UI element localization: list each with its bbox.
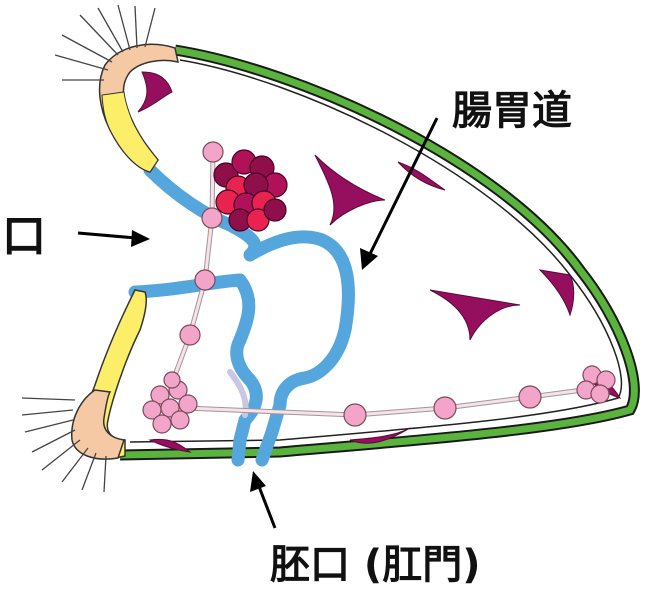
mouth-label: 口: [2, 200, 46, 264]
ganglion-cluster-left: [143, 372, 197, 433]
lower-lip: [72, 290, 146, 459]
nerve-node: [434, 397, 456, 419]
blastopore-arrow: [250, 471, 275, 528]
nerve-node: [195, 270, 215, 290]
upper-lip: [100, 44, 178, 172]
nerve-node: [519, 386, 541, 408]
nerve-node: [203, 142, 223, 162]
blastopore-label: 胚口 (肛門): [270, 532, 481, 590]
nerve-node: [344, 404, 366, 426]
mouth-arrow: [78, 230, 150, 247]
nerve-node: [202, 208, 222, 228]
gut-label: 腸胃道: [452, 78, 572, 136]
nerve-node: [180, 325, 200, 345]
